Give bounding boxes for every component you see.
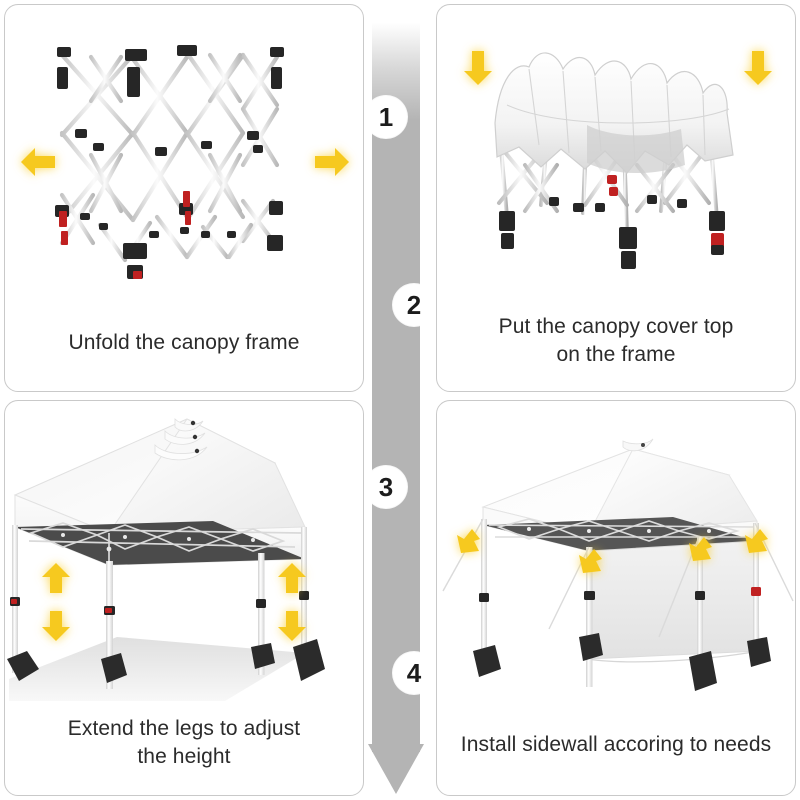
step-4-illustration <box>437 401 795 795</box>
step-4-caption: Install sidewall accoring to needs <box>460 733 772 756</box>
arrow-down-left-icon <box>41 609 71 643</box>
step-2-caption: Put the canopy cover top on the frame <box>447 313 785 369</box>
flow-arrowhead-icon <box>368 744 424 794</box>
step-card-3: Extend the legs to adjust the height <box>4 400 364 796</box>
arrow-up-left-icon <box>41 561 71 595</box>
step-3-illustration <box>5 401 363 795</box>
step-3-caption-line-2: the height <box>137 745 231 768</box>
step-card-4: Install sidewall accoring to needs <box>436 400 796 796</box>
step-card-1: Unfold the canopy frame <box>4 4 364 392</box>
arrow-left-icon <box>19 145 57 179</box>
step-2-caption-line-1: Put the canopy cover top <box>498 315 734 338</box>
step-3-caption: Extend the legs to adjust the height <box>15 715 353 771</box>
step-number-2: 2 <box>393 284 435 326</box>
arrow-down-right-icon <box>741 49 775 87</box>
step-number-1: 1 <box>365 96 407 138</box>
arrow-down-right-icon <box>277 609 307 643</box>
step-2-caption-line-2: on the frame <box>556 343 676 366</box>
arrow-guyline-far-right-icon <box>743 527 771 557</box>
arrow-right-icon <box>313 145 351 179</box>
arrow-guyline-center-left-icon <box>577 547 605 577</box>
step-number-4: 4 <box>393 652 435 694</box>
erected-canopy-svg <box>7 418 325 701</box>
step-3-caption-line-1: Extend the legs to adjust <box>67 717 301 740</box>
step-1-caption: Unfold the canopy frame <box>68 331 300 354</box>
step-progress-arrow: 1 2 3 4 <box>365 0 435 800</box>
arrow-guyline-far-left-icon <box>455 527 483 557</box>
step-1-illustration <box>5 5 363 391</box>
arrow-down-left-icon <box>461 49 495 87</box>
frame-with-cover-svg <box>494 52 734 269</box>
arrow-guyline-center-right-icon <box>687 535 715 565</box>
arrow-up-right-icon <box>277 561 307 595</box>
step-card-2: Put the canopy cover top on the frame <box>436 4 796 392</box>
canopy-with-sidewall-svg <box>442 438 794 691</box>
step-2-illustration <box>437 5 795 391</box>
collapsed-frame-svg <box>55 45 284 279</box>
step-number-3: 3 <box>365 466 407 508</box>
